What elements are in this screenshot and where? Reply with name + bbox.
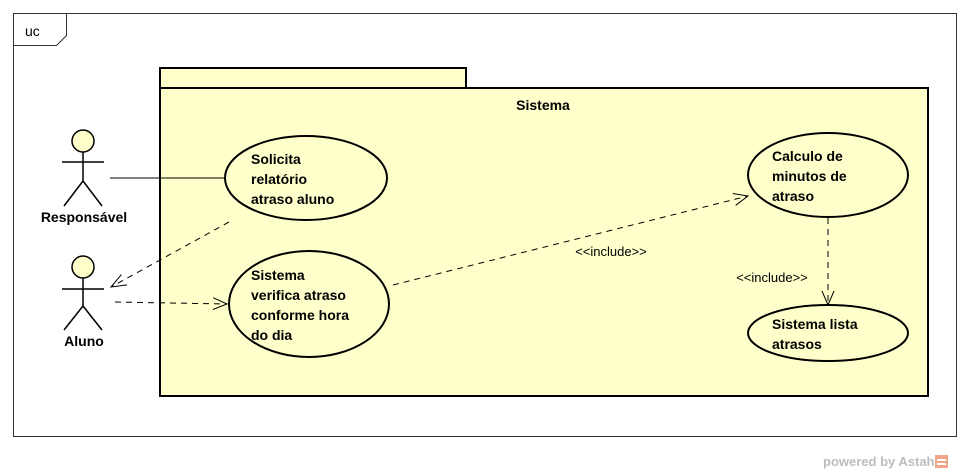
actor-responsavel[interactable]: Responsável xyxy=(41,129,127,225)
use-case-verifica-atraso[interactable]: Sistema verifica atraso conforme hora do… xyxy=(228,250,390,358)
use-case-label-line: do dia xyxy=(251,327,292,343)
use-case-label-line: atraso aluno xyxy=(251,191,334,207)
system-package-tab xyxy=(159,67,467,89)
use-case-label-line: atraso xyxy=(772,188,814,204)
include-label: <<include>> xyxy=(736,270,808,285)
dependency-arrowhead xyxy=(212,297,229,310)
include-label: <<include>> xyxy=(575,244,647,259)
include-arrowhead xyxy=(732,193,750,206)
frame-tag: uc xyxy=(25,23,40,39)
use-case-label-line: atrasos xyxy=(772,336,822,352)
use-case-label-line: Calculo de xyxy=(772,148,843,164)
use-case-label-line: relatório xyxy=(251,171,307,187)
actor-right-leg xyxy=(82,180,103,207)
use-case-calculo-minutos[interactable]: Calculo de minutos de atraso xyxy=(747,132,909,218)
use-case-label-line: conforme hora xyxy=(251,307,349,323)
actor-head xyxy=(71,255,95,279)
use-case-ellipse xyxy=(224,135,388,221)
actor-aluno[interactable]: Aluno xyxy=(62,255,104,349)
use-case-label-line: Sistema lista xyxy=(772,316,858,332)
watermark-text: powered by Astah xyxy=(823,454,935,469)
use-case-solicita-relatorio[interactable]: Solicita relatório atraso aluno xyxy=(224,135,388,221)
include-line xyxy=(392,195,749,286)
system-title: Sistema xyxy=(516,97,570,113)
astah-watermark: powered by Astah xyxy=(823,454,949,469)
actor-name: Responsável xyxy=(41,209,127,225)
use-case-label-line: verifica atraso xyxy=(251,287,346,303)
use-case-label-line: Sistema xyxy=(251,267,305,283)
use-case-label-line: Solicita xyxy=(251,151,301,167)
actor-head xyxy=(71,129,95,153)
dependency-line xyxy=(114,301,228,305)
actor-left-leg xyxy=(63,180,84,207)
actor-left-leg xyxy=(63,305,84,331)
dependency-arrowhead xyxy=(109,274,128,288)
astah-logo-icon xyxy=(935,455,949,468)
use-case-ellipse xyxy=(747,304,909,362)
dependency-line xyxy=(110,221,230,288)
use-case-label-line: minutos de xyxy=(772,168,847,184)
actor-right-leg xyxy=(82,305,103,331)
use-case-ellipse xyxy=(747,132,909,218)
use-case-ellipse xyxy=(228,250,390,358)
actor-name: Aluno xyxy=(64,333,104,349)
frame-tag-box xyxy=(13,13,67,46)
use-case-lista-atrasos[interactable]: Sistema lista atrasos xyxy=(747,304,909,362)
